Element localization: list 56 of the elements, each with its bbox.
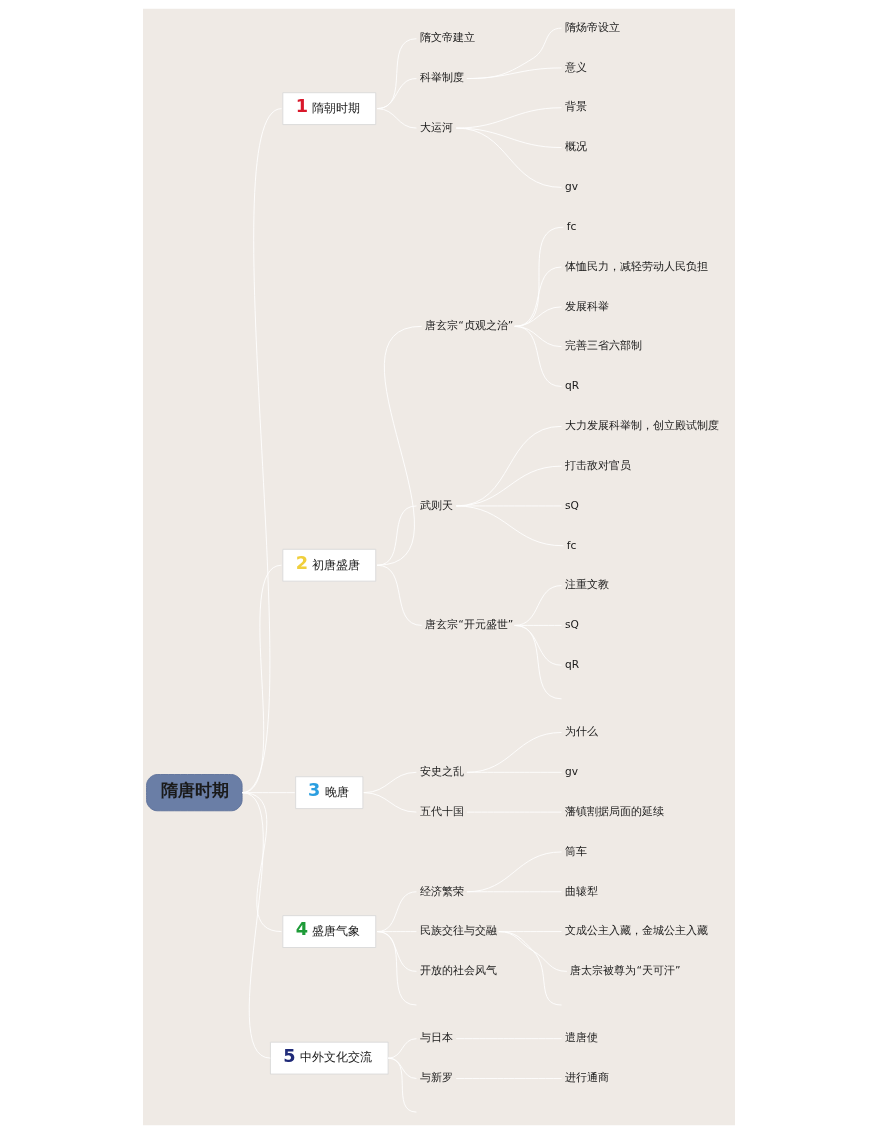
connector	[376, 325, 423, 566]
node-box: 4 盛唐气象	[282, 915, 377, 948]
node-text: 注重文教	[565, 578, 610, 592]
node-text: qR	[565, 657, 580, 671]
connector	[466, 851, 562, 893]
node-text: 五代十国	[419, 804, 464, 818]
node-box: 隋唐时期	[146, 774, 243, 812]
node-text: 大力发展科举制，创立殿试制度	[565, 419, 720, 433]
node-text: 武则天	[419, 498, 453, 512]
connector	[363, 792, 417, 813]
connector	[387, 1038, 417, 1059]
node-text: fc	[566, 538, 577, 552]
node-text: 体恤民力，减轻劳动人民负担	[565, 259, 709, 273]
node-text: 安史之乱	[419, 765, 464, 779]
node-text: 概况	[565, 140, 588, 154]
node-text: 与日本	[419, 1031, 453, 1045]
node-box: 5 中外文化交流	[270, 1041, 389, 1075]
connector	[466, 732, 562, 773]
node-text: 发展科举	[565, 299, 610, 313]
node-text: 唐玄宗“贞观之治”	[425, 319, 514, 333]
node-text: 开放的社会风气	[419, 964, 497, 978]
node-text: sQ	[565, 618, 579, 632]
node-text: 意义	[565, 60, 588, 74]
node-text: 文成公主入藏，金城公主入藏	[565, 924, 709, 938]
node-text: 进行通商	[565, 1071, 610, 1085]
node-text: gv	[565, 765, 579, 779]
node-text: sQ	[565, 498, 579, 512]
node-text: 打击敌对官员	[565, 458, 632, 472]
node-text: 为什么	[565, 725, 599, 739]
node-text: 经济繁荣	[419, 884, 464, 898]
node-text: 隋文帝建立	[419, 31, 475, 45]
node-text: 唐玄宗“开元盛世”	[425, 618, 514, 632]
node-text: 曲辕犁	[565, 884, 599, 898]
node-text: qR	[565, 379, 580, 393]
node-text: 科举制度	[419, 71, 464, 85]
connector	[376, 931, 417, 1006]
node-text: 遣唐使	[565, 1031, 599, 1045]
node-text: 与新罗	[419, 1071, 453, 1085]
connector	[376, 108, 417, 129]
node-box: 1 隋朝时期	[282, 92, 377, 125]
node-box: 3 晚唐	[295, 776, 364, 810]
node-text: 大运河	[419, 120, 453, 134]
node-box: 2 初唐盛唐	[282, 548, 377, 582]
node-text: 藩镇割据局面的延续	[565, 804, 665, 818]
node-text: 民族交往与交融	[419, 924, 497, 938]
node-text: 背景	[565, 100, 588, 114]
connector	[514, 585, 562, 626]
node-text: 唐太宗被尊为“天可汗”	[570, 964, 681, 978]
node-text: 筒车	[565, 844, 588, 858]
node-text: 完善三省六部制	[565, 339, 643, 353]
node-text: 隋炀帝设立	[565, 20, 621, 34]
connector	[376, 505, 417, 566]
node-text: fc	[566, 219, 577, 233]
node-text: gv	[565, 180, 579, 194]
connector	[241, 792, 271, 1059]
connector	[376, 564, 423, 626]
